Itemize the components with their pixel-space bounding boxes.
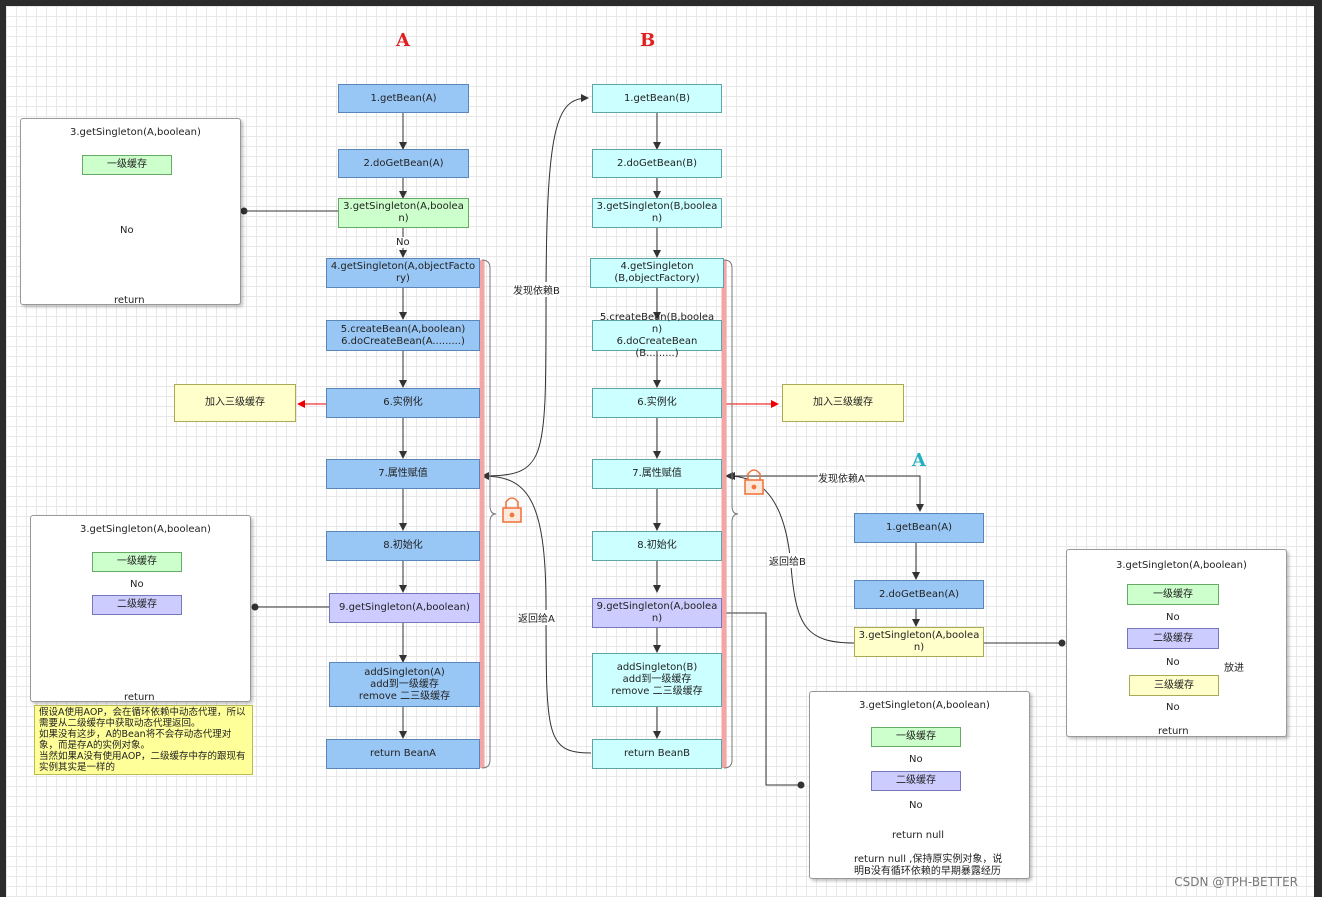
a2-getsingleton-node[interactable]: 3.getSingleton(A,boolean) — [854, 627, 984, 657]
heading-a: A — [396, 30, 410, 51]
heading-a2: A — [912, 450, 926, 471]
edge-found-b-label: 发现依赖B — [513, 282, 560, 297]
b-createbean-node[interactable]: 5.createBean(B,boolean) 6.doCreateBean(B… — [592, 312, 722, 359]
panel4-l2-cache: 二级缓存 — [1127, 628, 1219, 649]
a-no-label: No — [396, 237, 410, 248]
panel-getsingleton-3: 3.getSingleton(A,boolean) 一级缓存 No 二级缓存 N… — [809, 691, 1030, 879]
panel4-no3: No — [1166, 702, 1180, 713]
panel4-no2: No — [1166, 657, 1180, 668]
a-getsingleton-factory-node[interactable]: 4.getSingleton(A,objectFactory) — [326, 258, 480, 288]
b-add-third-cache-node[interactable]: 加入三级缓存 — [782, 384, 904, 422]
panel1-l1-cache: 一级缓存 — [82, 155, 172, 175]
panel2-title: 3.getSingleton(A,boolean) — [80, 524, 211, 535]
panel1-no: No — [120, 225, 134, 236]
b-instantiate-node[interactable]: 6.实例化 — [592, 388, 722, 418]
a-getsingleton-node[interactable]: 3.getSingleton(A,boolean) — [338, 198, 469, 228]
a-init-node[interactable]: 8.初始化 — [326, 531, 480, 561]
a-instantiate-node[interactable]: 6.实例化 — [326, 388, 480, 418]
panel3-no1: No — [909, 754, 923, 765]
panel2-no: No — [130, 579, 144, 590]
edge-return-a-label: 返回给A — [518, 610, 555, 625]
a2-dogetbean-node[interactable]: 2.doGetBean(A) — [854, 580, 984, 609]
panel3-l1-cache: 一级缓存 — [871, 727, 961, 747]
edge-found-a-label: 发现依赖A — [818, 470, 865, 485]
panel-getsingleton-2: 3.getSingleton(A,boolean) 一级缓存 No 二级缓存 r… — [30, 515, 251, 703]
panel4-return: return — [1158, 726, 1189, 737]
panel4-put-in-label: 放进 — [1224, 663, 1244, 674]
panel2-l1-cache: 一级缓存 — [92, 552, 182, 572]
b-getsingleton9-node[interactable]: 9.getSingleton(A,boolean) — [592, 598, 722, 628]
a-getbean-node[interactable]: 1.getBean(A) — [338, 84, 469, 113]
a-addsingleton-node[interactable]: addSingleton(A) add到一级缓存 remove 二三级缓存 — [329, 662, 480, 707]
lock-icon — [502, 497, 522, 523]
panel3-return-null: return null — [892, 830, 944, 841]
a-dogetbean-node[interactable]: 2.doGetBean(A) — [338, 149, 469, 178]
panel1-title: 3.getSingleton(A,boolean) — [70, 127, 201, 138]
diagram-canvas: A B A 1.getBean(A) 2.doGetBean(A) 3.getS… — [6, 6, 1314, 897]
panel4-title: 3.getSingleton(A,boolean) — [1116, 560, 1247, 571]
watermark: CSDN @TPH-BETTER — [1174, 875, 1298, 889]
a-createbean-node[interactable]: 5.createBean(A,boolean) 6.doCreateBean(A… — [326, 320, 480, 351]
panel4-no1: No — [1166, 612, 1180, 623]
b-getsingleton-node[interactable]: 3.getSingleton(B,boolean) — [592, 198, 722, 228]
a2-getbean-node[interactable]: 1.getBean(A) — [854, 513, 984, 543]
panel3-no2: No — [909, 800, 923, 811]
panel-getsingleton-1: 3.getSingleton(A,boolean) 一级缓存 No return — [20, 118, 241, 306]
a-add-third-cache-node[interactable]: 加入三级缓存 — [174, 384, 296, 422]
panel2-l2-cache: 二级缓存 — [92, 595, 182, 615]
heading-b: B — [640, 30, 656, 51]
panel1-return: return — [114, 295, 145, 306]
b-return-bean-node[interactable]: return BeanB — [592, 739, 722, 769]
panel3-note: return null ,保持原实例对象，说明B没有循环依赖的早期暴露经历 — [854, 854, 1003, 877]
b-getbean-node[interactable]: 1.getBean(B) — [592, 84, 722, 113]
panel4-l1-cache: 一级缓存 — [1127, 584, 1219, 605]
aop-note: 假设A使用AOP，会在循环依赖中动态代理，所以需要从二级缓存中获取动态代理返回。… — [34, 705, 253, 775]
a-populate-node[interactable]: 7.属性赋值 — [326, 459, 480, 489]
b-dogetbean-node[interactable]: 2.doGetBean(B) — [592, 149, 722, 178]
panel3-l2-cache: 二级缓存 — [871, 771, 961, 791]
lock-icon — [744, 469, 764, 495]
panel-getsingleton-4: 3.getSingleton(A,boolean) 一级缓存 No 二级缓存 N… — [1066, 549, 1287, 737]
a-return-bean-node[interactable]: return BeanA — [326, 739, 480, 769]
panel3-title: 3.getSingleton(A,boolean) — [859, 700, 990, 711]
panel2-return: return — [124, 692, 155, 703]
b-getsingleton-factory-node[interactable]: 4.getSingleton (B,objectFactory) — [590, 258, 724, 288]
panel4-l3-cache: 三级缓存 — [1129, 675, 1219, 696]
a-getsingleton9-node[interactable]: 9.getSingleton(A,boolean) — [329, 593, 480, 623]
b-populate-node[interactable]: 7.属性赋值 — [592, 459, 722, 489]
b-addsingleton-node[interactable]: addSingleton(B) add到一级缓存 remove 二三级缓存 — [592, 653, 722, 707]
edge-return-b-label: 返回给B — [769, 553, 806, 568]
b-init-node[interactable]: 8.初始化 — [592, 531, 722, 561]
